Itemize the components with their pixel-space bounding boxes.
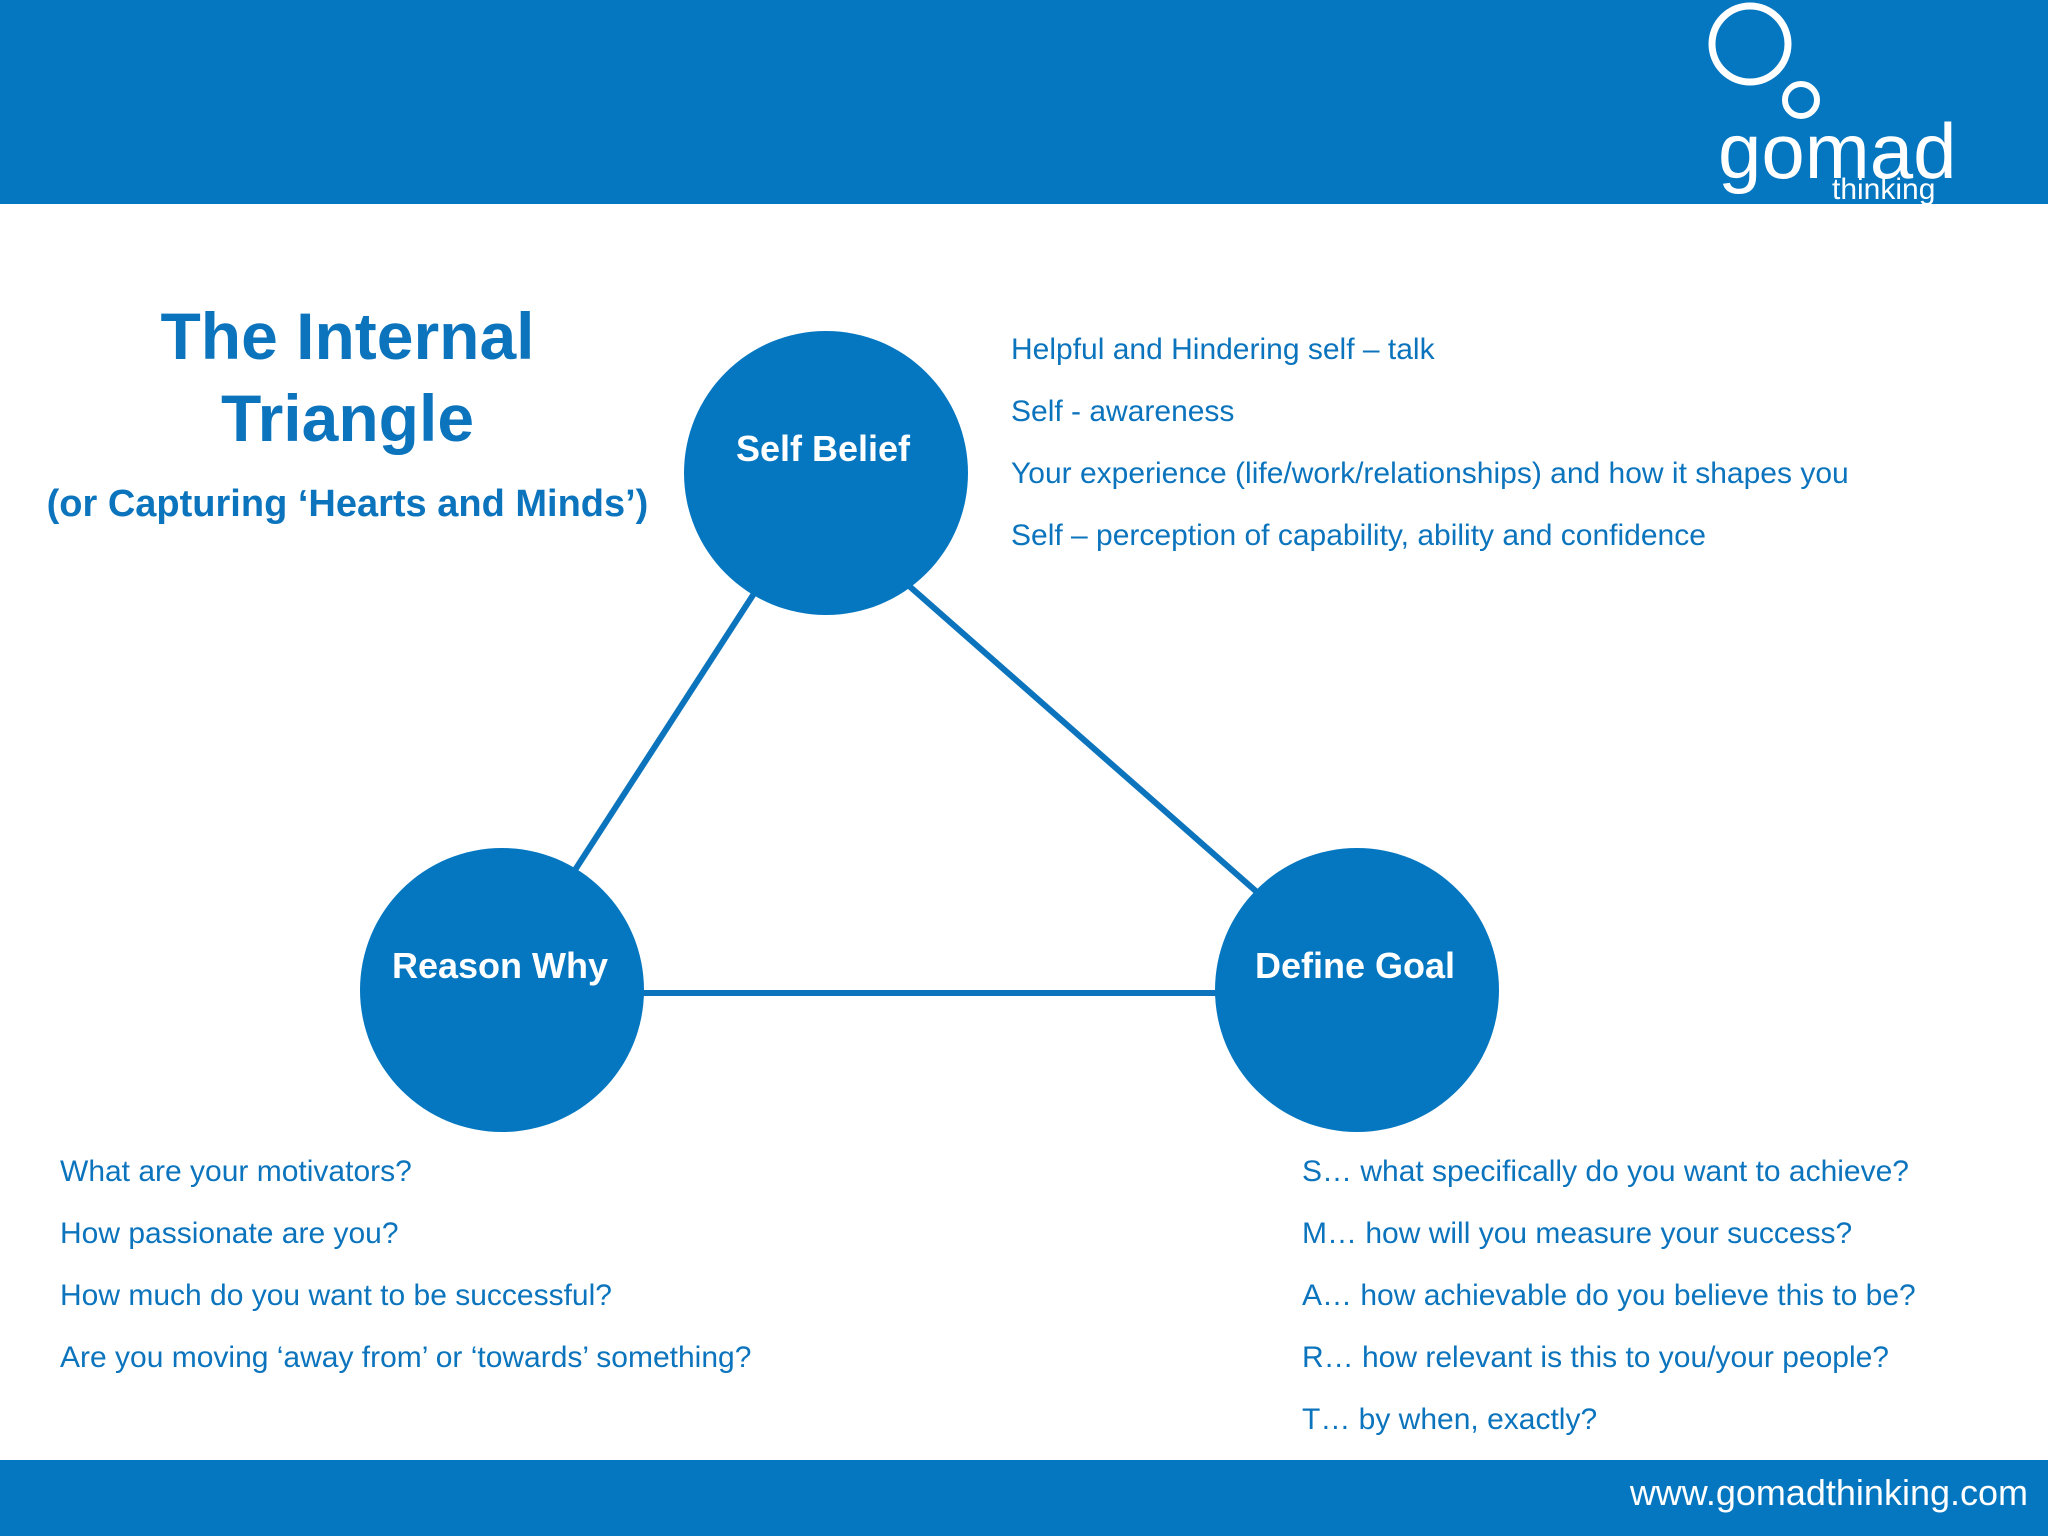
node-label-define-goal: Define Goal [1254,945,1456,986]
list-item: Are you moving ‘away from’ or ‘towards’ … [60,1341,752,1374]
list-item: How passionate are you? [60,1217,399,1250]
edge-self-belief-reason-why [572,590,758,872]
node-define-goal [1215,848,1499,1132]
list-item: How much do you want to be successful? [60,1279,612,1312]
header-bar [0,0,2048,204]
logo-wordmark: gomad [1718,107,1957,195]
list-item: Self - awareness [1011,395,1235,428]
list-item: A… how achievable do you believe this to… [1302,1279,1916,1312]
footer-bar [0,1460,2048,1536]
page-title: The Internal Triangle [160,299,535,455]
logo-mark: gomad thinking [1708,2,1957,204]
list-item: Your experience (life/work/relationships… [1011,457,1849,490]
gomad-thinking-logo: gomad thinking [1690,0,1970,204]
self-belief-list: Helpful and Hindering self – talk Self -… [1011,332,1849,580]
diagram-title: The Internal Triangle (or Capturing ‘Hea… [40,295,655,528]
list-item: What are your motivators? [60,1155,412,1188]
reason-why-list: What are your motivators? How passionate… [60,1154,751,1402]
list-item: Helpful and Hindering self – talk [1011,333,1435,366]
list-item: T… by when, exactly? [1302,1403,1598,1436]
list-item: Self – perception of capability, ability… [1011,519,1706,552]
node-label-reason-why: Reason Why [391,945,609,986]
page-subtitle: (or Capturing ‘Hearts and Minds’) [46,483,649,525]
node-reason-why [360,848,644,1132]
node-label-self-belief: Self Belief [735,428,911,469]
logo-tagline: thinking [1832,173,1935,204]
edge-self-belief-define-goal [906,582,1260,896]
list-item: M… how will you measure your success? [1302,1217,1853,1250]
list-item: S… what specifically do you want to achi… [1302,1155,1909,1188]
list-item: R… how relevant is this to you/your peop… [1302,1341,1889,1374]
node-self-belief [684,331,968,615]
define-goal-list: S… what specifically do you want to achi… [1302,1154,1916,1464]
footer-website-link[interactable]: www.gomadthinking.com [1629,1472,2028,1513]
